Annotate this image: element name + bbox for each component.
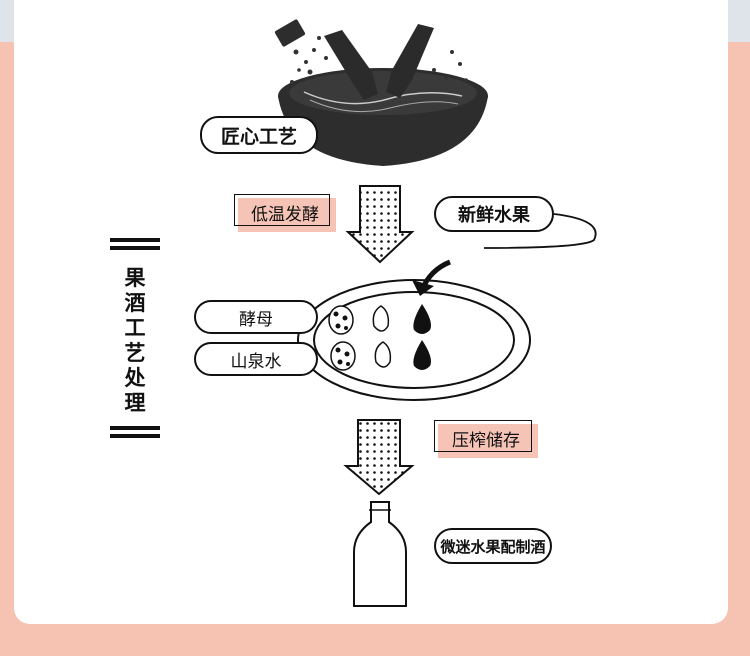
seed-icon: [372, 305, 390, 332]
mixing-bowl-icon: [274, 19, 488, 166]
press-store-text: 压榨储存: [452, 430, 520, 451]
title-bars-bottom: [110, 426, 160, 442]
fermentation-text: 低温发酵: [251, 204, 319, 225]
drop-icon: [413, 340, 431, 370]
side-title: 果酒工艺处理: [124, 266, 146, 415]
spring-water-label: 山泉水: [194, 342, 318, 376]
fresh-fruit-label: 新鲜水果: [434, 196, 554, 232]
title-bars-top: [110, 238, 160, 254]
berry-icon: [330, 341, 356, 371]
connector-line: [483, 213, 597, 249]
berry-icon: [328, 305, 354, 335]
dotted-arrow-icon: [345, 185, 415, 264]
fermentation-label: 低温发酵: [234, 194, 336, 232]
hands-icon: [324, 24, 434, 100]
press-store-label: 压榨储存: [434, 420, 538, 458]
craft-label: 匠心工艺: [200, 116, 318, 154]
press-store-frame: [434, 420, 532, 452]
curved-arrow-icon: [412, 259, 451, 296]
product-label: 微迷水果配制酒: [434, 528, 552, 564]
yeast-label: 酵母: [194, 300, 318, 334]
fermentation-frame: [234, 194, 330, 226]
dotted-arrow-icon: [343, 419, 415, 496]
process-card: 果酒工艺处理 匠心工艺 新鲜水果 酵母 山泉水 微迷水果配制酒 低温发酵 压榨储…: [14, 0, 728, 624]
drop-icon: [413, 304, 431, 334]
seed-icon: [374, 341, 392, 368]
process-diagram: [274, 19, 597, 607]
bottle-icon: [353, 501, 407, 607]
mixing-ellipse: [297, 279, 531, 401]
